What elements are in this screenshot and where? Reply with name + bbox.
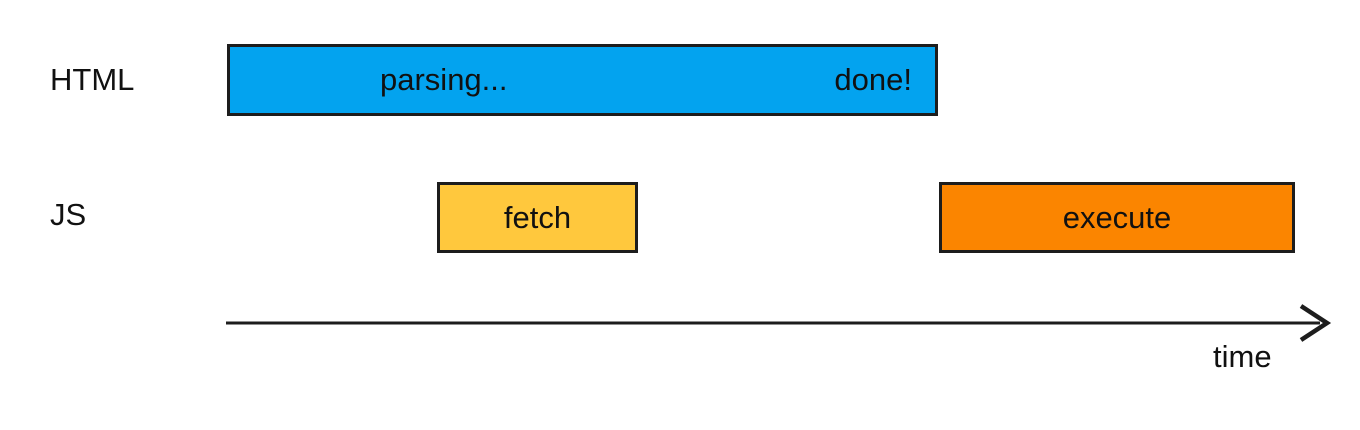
arrowhead-icon (1299, 304, 1332, 342)
fetch-bar: fetch (437, 182, 638, 253)
execute-bar: execute (939, 182, 1295, 253)
row-label-js: JS (50, 197, 87, 232)
fetch-text: fetch (503, 199, 572, 235)
parsing-text: parsing... (380, 62, 508, 97)
execute-text: execute (1062, 199, 1172, 235)
done-text: done! (834, 62, 912, 97)
html-parsing-bar: parsing... done! (227, 44, 938, 116)
row-label-html: HTML (50, 62, 135, 97)
time-axis-label: time (1213, 339, 1272, 374)
